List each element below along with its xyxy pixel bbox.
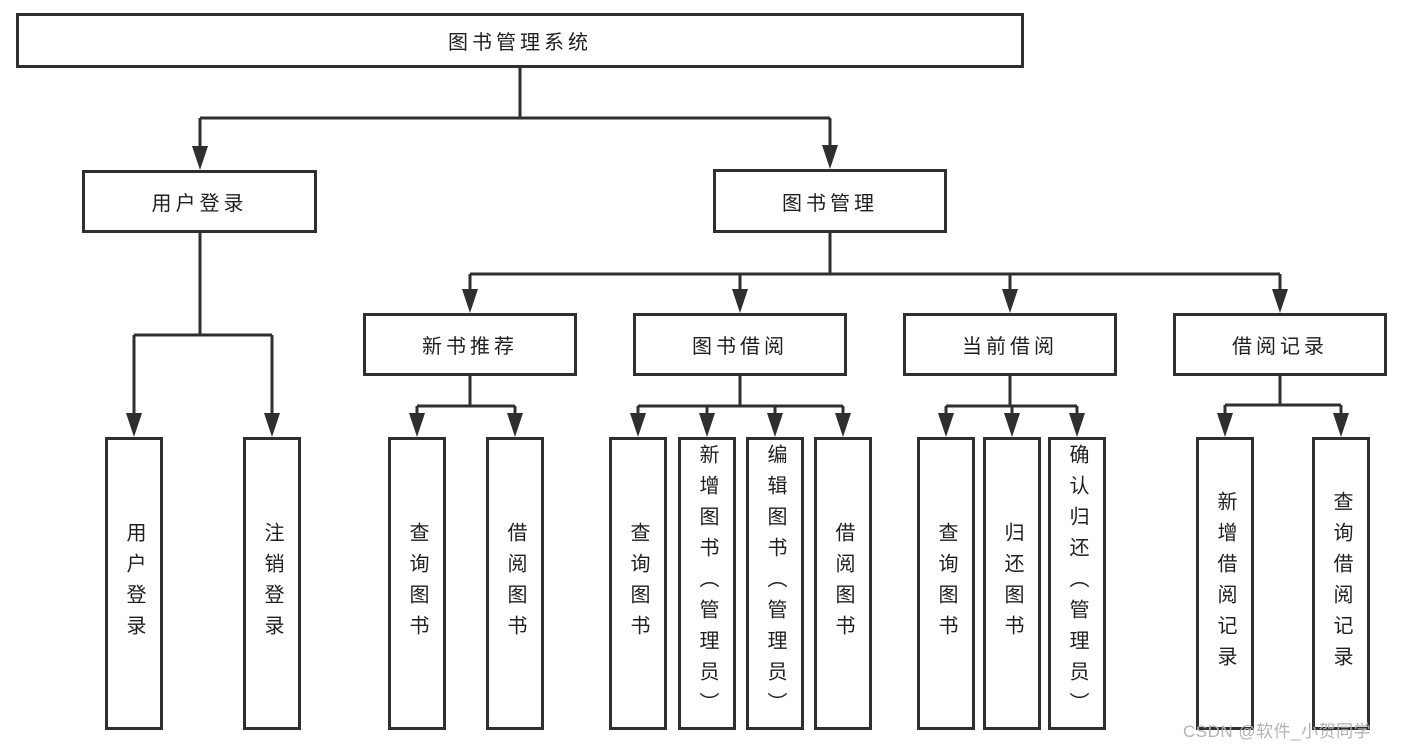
node-leaf-query-book-3: 查询图书 — [917, 437, 975, 730]
node-label: 新增借阅记录 — [1214, 490, 1236, 677]
node-label: 确认归还（管理员） — [1066, 444, 1088, 723]
node-label: 图书管理系统 — [448, 32, 592, 54]
node-label: 查询图书 — [406, 521, 428, 646]
node-root: 图书管理系统 — [16, 13, 1024, 68]
node-leaf-query-book-1: 查询图书 — [388, 437, 446, 730]
node-book-mgmt: 图书管理 — [713, 169, 947, 233]
node-leaf-query-book-2: 查询图书 — [609, 437, 667, 730]
node-current-borrow: 当前借阅 — [903, 313, 1117, 376]
node-label: 借阅记录 — [1232, 336, 1328, 358]
node-leaf-add-borrow-record: 新增借阅记录 — [1196, 437, 1254, 730]
node-label: 新增图书（管理员） — [696, 444, 718, 723]
node-label: 查询图书 — [627, 521, 649, 646]
node-label: 查询借阅记录 — [1330, 490, 1352, 677]
node-label: 编辑图书（管理员） — [764, 444, 786, 723]
node-label: 新书推荐 — [422, 336, 518, 358]
node-label: 用户登录 — [151, 193, 248, 215]
node-leaf-edit-book: 编辑图书（管理员） — [746, 437, 804, 730]
node-label: 归还图书 — [1001, 521, 1023, 646]
node-label: 当前借阅 — [962, 336, 1058, 358]
node-label: 图书借阅 — [692, 336, 788, 358]
node-label: 查询图书 — [935, 521, 957, 646]
node-label: 用户登录 — [123, 521, 145, 646]
node-borrow-records: 借阅记录 — [1173, 313, 1387, 376]
node-leaf-query-borrow-record: 查询借阅记录 — [1312, 437, 1370, 730]
node-book-borrow: 图书借阅 — [633, 313, 847, 376]
node-leaf-confirm-return: 确认归还（管理员） — [1048, 437, 1106, 730]
node-leaf-return-book: 归还图书 — [983, 437, 1041, 730]
node-label: 借阅图书 — [832, 521, 854, 646]
node-leaf-borrow-book-1: 借阅图书 — [486, 437, 544, 730]
node-label: 借阅图书 — [504, 521, 526, 646]
watermark: CSDN @软件_小贺同学 — [1183, 722, 1372, 741]
node-user-login: 用户登录 — [82, 170, 317, 233]
node-leaf-add-book: 新增图书（管理员） — [678, 437, 736, 730]
node-new-book-rec: 新书推荐 — [363, 313, 577, 376]
node-leaf-borrow-book-2: 借阅图书 — [814, 437, 872, 730]
node-leaf-user-login: 用户登录 — [105, 437, 163, 730]
node-leaf-logout: 注销登录 — [243, 437, 301, 730]
node-label: 注销登录 — [261, 521, 283, 646]
node-label: 图书管理 — [782, 192, 878, 215]
